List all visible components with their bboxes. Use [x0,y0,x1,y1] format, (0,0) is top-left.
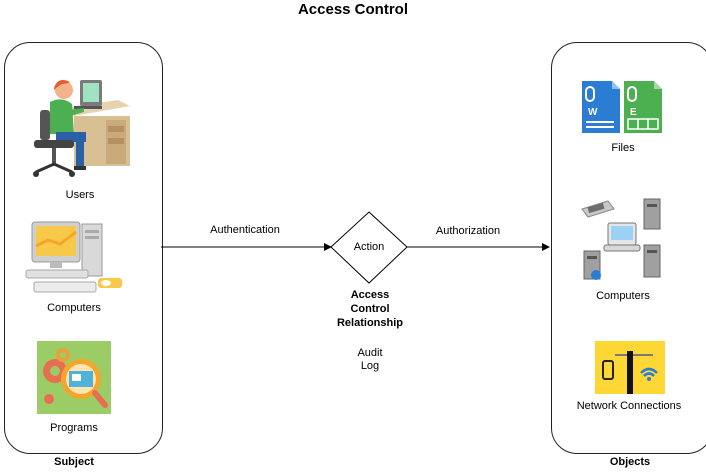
objects-item-computers: Computers [596,290,650,302]
subject-item-computers: Computers [47,302,101,314]
authorization-label: Authorization [435,225,501,237]
svg-text:W: W [588,107,598,118]
objects-caption: Objects [609,456,651,468]
subject-item-users: Users [65,189,95,201]
audit-line-1: Audit [357,347,383,359]
relationship-line-1: Access [350,289,390,301]
action-label: Action [353,241,385,253]
objects-item-network-connections: Network Connections [576,400,682,412]
subject-caption: Subject [54,456,94,468]
program-gears-icon [37,341,111,414]
relationship-line-3: Relationship [336,317,403,329]
office-files-icon: W E [582,81,662,133]
relationship-label: Access Control Relationship [320,288,420,330]
action-diamond [330,211,408,284]
networked-computers-icon [581,198,661,280]
relationship-line-2: Control [350,303,390,315]
svg-text:E: E [630,107,637,118]
diagram-title: Access Control [297,1,409,18]
authentication-label: Authentication [210,224,280,236]
subject-item-programs: Programs [50,422,98,434]
objects-item-files: Files [611,142,635,154]
audit-line-2: Log [360,360,380,372]
desktop-computer-icon [25,221,122,293]
user-at-computer-icon [33,80,130,177]
network-connection-icon [595,341,665,394]
audit-log-label: Audit Log [330,347,410,373]
